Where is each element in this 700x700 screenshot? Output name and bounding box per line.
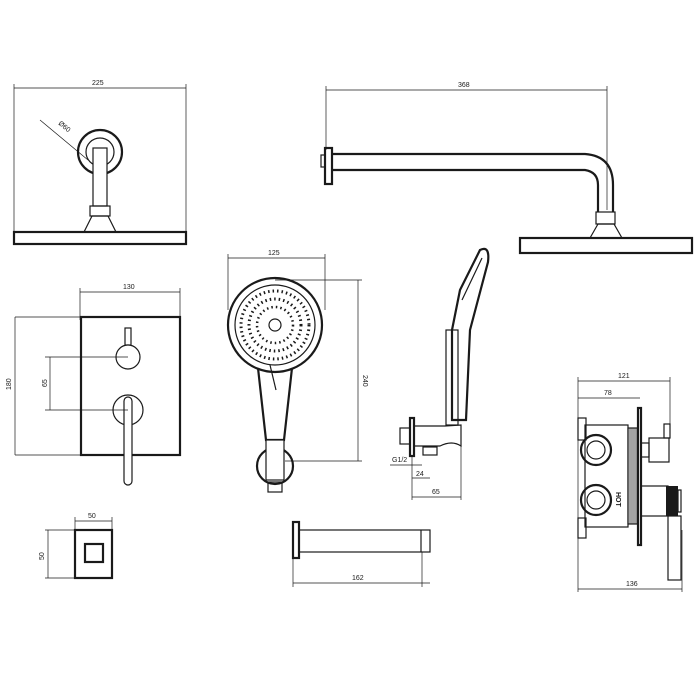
dim-outlet-offset: 24: [416, 471, 424, 478]
dim-spout-length: 162: [352, 575, 364, 582]
dim-arm-length: 368: [458, 82, 470, 89]
dim-hand-shower-length: 240: [361, 375, 368, 387]
hot-label: HOT: [614, 492, 621, 508]
mixer-valve-side-view: 121 78 136 HOT: [577, 373, 683, 592]
dim-hand-shower-width: 125: [268, 250, 280, 257]
dim-outlet-square-width: 50: [88, 513, 96, 520]
dim-valve-depth-with-lever: 136: [626, 581, 638, 588]
dim-valve-body-depth: 78: [604, 390, 612, 397]
dim-valve-plate-height: 180: [6, 378, 13, 390]
dim-rain-head-width: 225: [92, 80, 104, 87]
spout-side-view: 162: [291, 520, 431, 587]
dim-outlet-square-height: 50: [39, 552, 46, 560]
rain-head-front-view: 225 Ø60: [12, 80, 188, 246]
hand-shower-front-view: 125 240: [226, 250, 368, 493]
hand-shower-side-view: G1/2 24 65: [390, 247, 490, 500]
valve-plate-front-view: 130 180 65: [6, 284, 182, 486]
dim-wall-flange-diameter: Ø60: [57, 120, 72, 134]
dim-outlet-projection: 65: [432, 489, 440, 496]
dim-valve-axis-spacing: 65: [42, 379, 49, 387]
dim-valve-depth-total: 121: [618, 373, 630, 380]
rain-head-side-view: 368: [320, 82, 694, 255]
dim-valve-plate-width: 130: [123, 284, 135, 291]
dim-outlet-thread: G1/2: [392, 457, 407, 464]
square-outlet-view: 50 50: [39, 513, 114, 580]
